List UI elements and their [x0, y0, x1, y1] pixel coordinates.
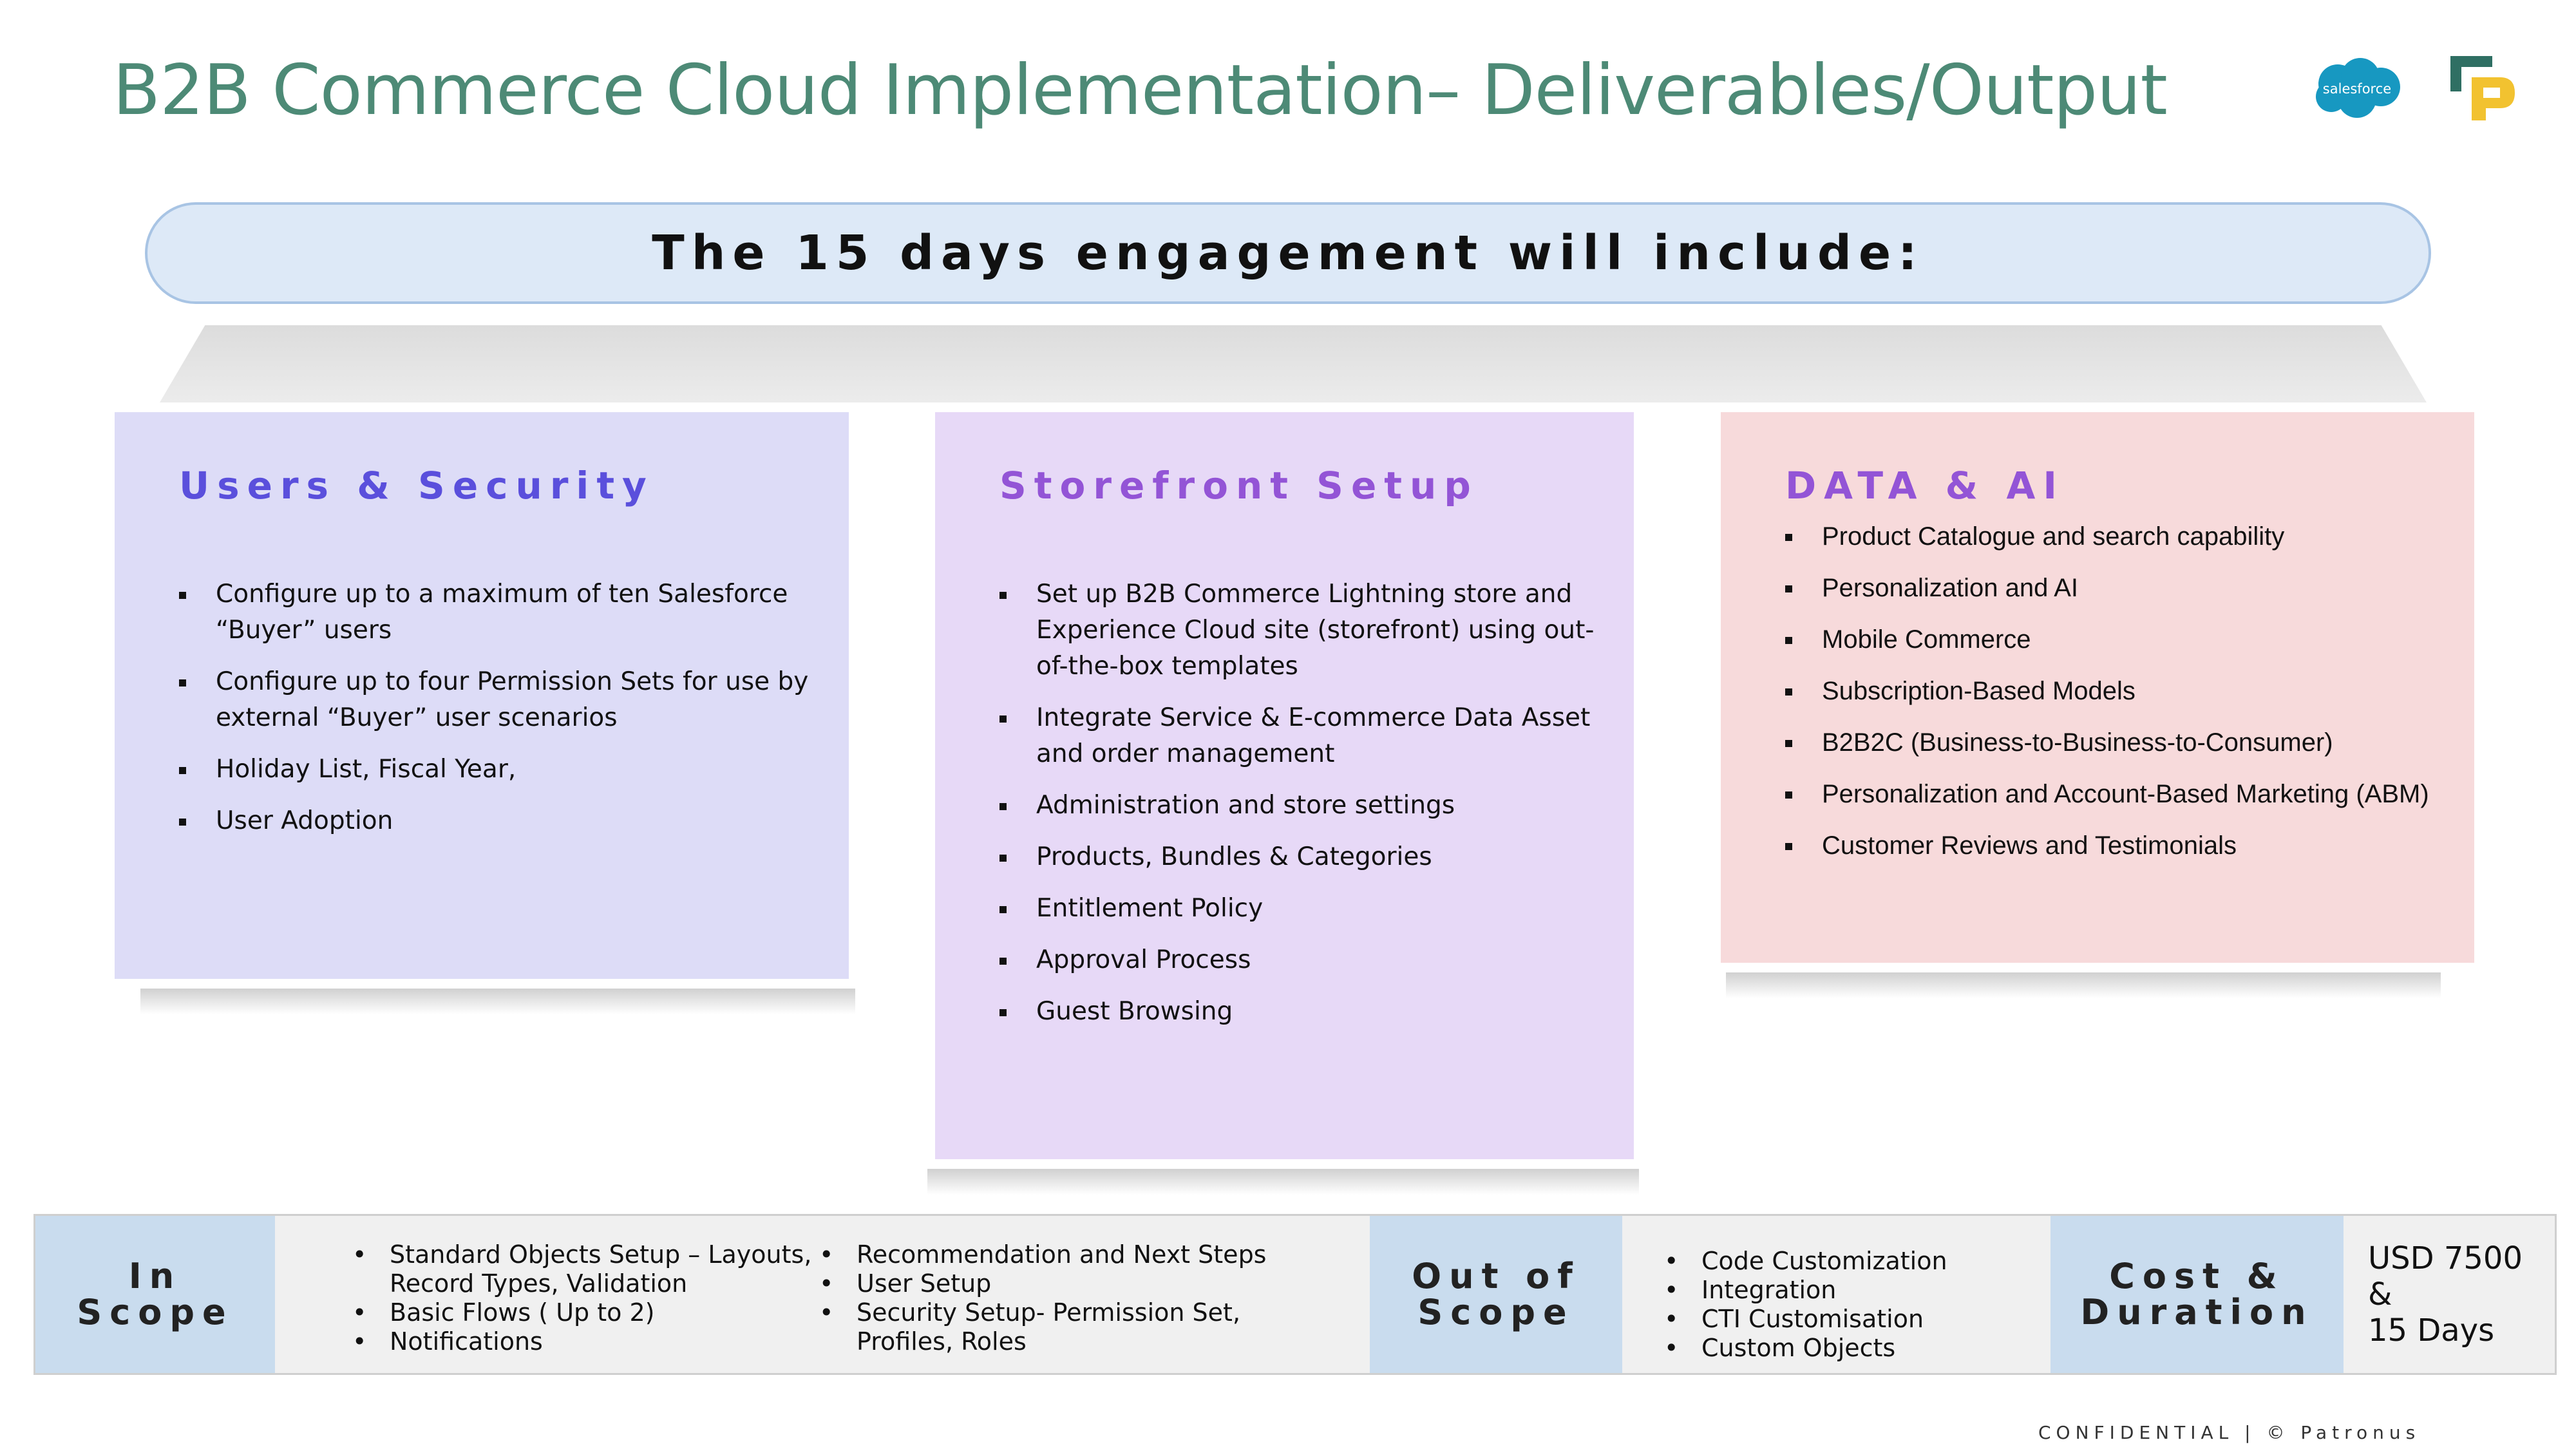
list-item: Product Catalogue and search capability — [1785, 518, 2468, 554]
in-scope-content: Standard Objects Setup – Layouts, Record… — [275, 1216, 1370, 1373]
list-item: Approval Process — [999, 942, 1611, 978]
patronus-logo — [2450, 56, 2515, 120]
duration-line: 15 Days — [2368, 1312, 2495, 1349]
header-shadow — [160, 325, 2427, 402]
page-title: B2B Commerce Cloud Implementation– Deliv… — [113, 50, 2168, 131]
card-title: Users & Security — [179, 464, 654, 507]
list-item: Administration and store settings — [999, 788, 1611, 824]
list-item: Customer Reviews and Testimonials — [1785, 828, 2468, 864]
list-item: User Adoption — [179, 803, 829, 839]
card-list: Product Catalogue and search capability … — [1785, 518, 2468, 879]
list-item: Integrate Service & E-commerce Data Asse… — [999, 700, 1611, 772]
list-item: Integration — [1664, 1276, 2038, 1305]
card-title: DATA & AI — [1785, 464, 2065, 507]
list-item: Products, Bundles & Categories — [999, 839, 1611, 875]
out-of-scope-content: Code Customization Integration CTI Custo… — [1622, 1216, 2050, 1373]
footer-confidential: CONFIDENTIAL | © Patronus — [2038, 1422, 2421, 1443]
salesforce-logo: salesforce — [2316, 58, 2400, 118]
out-of-scope-list: Code Customization Integration CTI Custo… — [1664, 1247, 2038, 1363]
list-item: Mobile Commerce — [1785, 621, 2468, 658]
in-scope-list-2: Recommendation and Next Steps User Setup… — [819, 1240, 1328, 1356]
label-line: In — [128, 1256, 182, 1296]
list-item: User Setup — [819, 1269, 1328, 1298]
list-item: Notifications — [352, 1327, 816, 1356]
list-item: Configure up to a maximum of ten Salesfo… — [179, 576, 829, 649]
card-shadow — [1726, 972, 2441, 998]
list-item: Personalization and Account-Based Market… — [1785, 776, 2468, 812]
card-list: Set up B2B Commerce Lightning store and … — [999, 576, 1611, 1045]
banner-text: The 15 days engagement will include: — [652, 225, 1924, 281]
list-item: B2B2C (Business-to-Business-to-Consumer) — [1785, 724, 2468, 761]
label-line: Scope — [1417, 1292, 1575, 1332]
list-item: Recommendation and Next Steps — [819, 1240, 1328, 1269]
list-item: Security Setup- Permission Set, Profiles… — [819, 1298, 1328, 1356]
label-line: Cost & — [2109, 1256, 2285, 1296]
salesforce-logo-text: salesforce — [2323, 81, 2391, 97]
list-item: Subscription-Based Models — [1785, 673, 2468, 709]
card-data-ai: DATA & AI Product Catalogue and search c… — [1721, 412, 2474, 963]
cost-line: USD 7500 & — [2368, 1240, 2523, 1312]
cost-duration-value: USD 7500 &15 Days — [2344, 1216, 2555, 1373]
label-line: Scope — [77, 1292, 234, 1332]
engagement-banner: The 15 days engagement will include: — [145, 202, 2431, 304]
list-item: Set up B2B Commerce Lightning store and … — [999, 576, 1611, 685]
label-line: Out of — [1412, 1256, 1580, 1296]
list-item: CTI Customisation — [1664, 1305, 2038, 1334]
card-storefront-setup: Storefront Setup Set up B2B Commerce Lig… — [935, 412, 1634, 1159]
card-shadow — [140, 989, 855, 1014]
list-item: Personalization and AI — [1785, 570, 2468, 606]
label-line: Duration — [2080, 1292, 2314, 1332]
list-item: Custom Objects — [1664, 1334, 2038, 1363]
card-users-security: Users & Security Configure up to a maxim… — [115, 412, 849, 979]
list-item: Holiday List, Fiscal Year, — [179, 752, 829, 788]
in-scope-list-1: Standard Objects Setup – Layouts, Record… — [352, 1240, 816, 1356]
list-item: Standard Objects Setup – Layouts, Record… — [352, 1240, 816, 1298]
list-item: Code Customization — [1664, 1247, 2038, 1276]
list-item: Configure up to four Permission Sets for… — [179, 664, 829, 736]
card-shadow — [927, 1169, 1639, 1195]
list-item: Guest Browsing — [999, 994, 1611, 1030]
card-list: Configure up to a maximum of ten Salesfo… — [179, 576, 829, 855]
card-title: Storefront Setup — [999, 464, 1479, 507]
list-item: Basic Flows ( Up to 2) — [352, 1298, 816, 1327]
cost-duration-label: Cost &Duration — [2050, 1216, 2344, 1373]
list-item: Entitlement Policy — [999, 891, 1611, 927]
